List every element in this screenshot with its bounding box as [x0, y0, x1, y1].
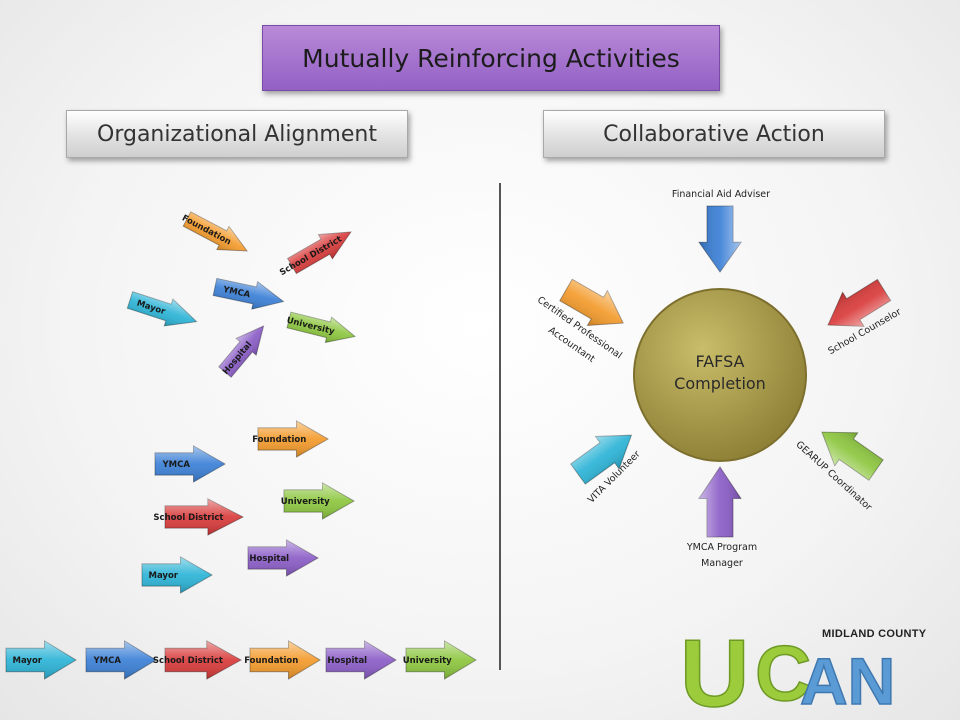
- row-arrow-school-district: School District: [153, 640, 243, 680]
- collab-arrow-vita-volunteer: [570, 434, 633, 485]
- row-arrow-foundation-shine: [250, 641, 320, 679]
- grouped-arrow-university-label: University: [281, 497, 330, 507]
- grouped-arrow-hospital: Hospital: [247, 539, 320, 577]
- scattered-arrow-university-shine: [287, 312, 355, 343]
- ucan-logo: U C AN: [679, 619, 896, 720]
- scattered-arrow-foundation-shine: [183, 211, 248, 251]
- grouped-arrow-university: University: [281, 482, 356, 520]
- scattered-arrow-university: University: [285, 311, 357, 344]
- section-header-organizational-alignment: Organizational Alignment: [66, 110, 408, 158]
- logo-midland-county: MIDLAND COUNTY: [822, 628, 927, 640]
- grouped-arrow-ymca-label: YMCA: [162, 460, 191, 470]
- label-financial-aid-adviser: Financial Aid Adviser: [672, 189, 770, 200]
- collab-arrow-financial-aid-adviser-shine: [699, 206, 741, 272]
- collab-arrow-school-counselor: [827, 278, 892, 327]
- row-arrow-university-shine: [406, 641, 476, 679]
- row-arrow-mayor-shine: [6, 641, 76, 679]
- scattered-arrow-foundation: Foundation: [180, 211, 249, 252]
- grouped-arrow-mayor-shine: [142, 557, 212, 593]
- row-arrow-hospital-shine: [326, 641, 396, 679]
- grouped-arrow-hospital-shine: [248, 540, 318, 576]
- row-arrow-university: University: [403, 640, 477, 680]
- row-arrow-mayor-label: Mayor: [12, 656, 42, 666]
- row-arrow-ymca: YMCA: [85, 640, 157, 680]
- fafsa-circle: [633, 288, 807, 462]
- collab-arrow-certified-professional-accountant-shine: [559, 279, 624, 326]
- grouped-arrow-mayor: Mayor: [141, 556, 214, 594]
- collab-arrow-financial-aid-adviser: [698, 205, 742, 273]
- label-ymca-program-manager-2: Manager: [701, 558, 743, 569]
- grouped-arrow-foundation-shine: [258, 421, 328, 457]
- collab-arrow-certified-professional-accountant: [559, 278, 624, 327]
- row-arrow-hospital-label: Hospital: [327, 656, 367, 666]
- row-arrow-foundation-label: Foundation: [244, 656, 298, 666]
- collab-arrow-gearup-coordinator-shine: [821, 432, 884, 481]
- grouped-arrow-school-district: School District: [153, 498, 245, 536]
- collab-arrow-vita-volunteer-shine: [570, 435, 632, 485]
- scattered-arrow-ymca: YMCA: [212, 277, 285, 310]
- scattered-arrow-mayor: Mayor: [126, 291, 198, 327]
- collab-arrow-school-counselor-shine: [828, 279, 891, 327]
- row-arrow-mayor: Mayor: [5, 640, 77, 680]
- grouped-arrow-ymca-shine: [155, 446, 225, 482]
- grouped-arrow-mayor-label: Mayor: [148, 571, 178, 581]
- grouped-arrow-school-district-label: School District: [153, 513, 223, 523]
- collab-arrow-ymca-program-manager: [698, 466, 742, 538]
- label-ymca-program-manager-1: YMCA Program: [686, 542, 757, 553]
- main-title: Mutually Reinforcing Activities: [262, 25, 720, 91]
- divider-line: [499, 183, 501, 670]
- row-arrow-university-label: University: [403, 656, 452, 666]
- section-header-collaborative-action: Collaborative Action: [543, 110, 885, 158]
- row-arrow-ymca-shine: [86, 641, 156, 679]
- svg-text:U: U: [680, 620, 749, 720]
- row-arrow-school-district-shine: [165, 641, 241, 679]
- svg-text:C: C: [755, 629, 811, 717]
- fafsa-line2: Completion: [674, 374, 766, 393]
- grouped-arrow-ymca: YMCA: [154, 445, 227, 483]
- grouped-arrow-university-shine: [284, 483, 354, 519]
- collab-arrow-gearup-coordinator: [821, 431, 884, 481]
- row-arrow-school-district-label: School District: [153, 656, 223, 666]
- collab-arrow-ymca-program-manager-shine: [699, 467, 741, 537]
- row-arrow-ymca-label: YMCA: [93, 656, 122, 666]
- row-arrow-hospital: Hospital: [325, 640, 397, 680]
- grouped-arrow-foundation-label: Foundation: [252, 435, 306, 445]
- scattered-arrow-school-district: School District: [278, 231, 352, 278]
- scattered-arrow-ymca-shine: [213, 278, 284, 310]
- svg-text:AN: AN: [800, 644, 895, 718]
- grouped-arrow-hospital-label: Hospital: [249, 554, 289, 564]
- row-arrow-foundation: Foundation: [244, 640, 321, 680]
- scattered-arrow-hospital-shine: [218, 326, 264, 378]
- grouped-arrow-foundation: Foundation: [252, 420, 330, 458]
- fafsa-line1: FAFSA: [696, 352, 745, 371]
- scattered-arrow-hospital: Hospital: [218, 325, 265, 378]
- scattered-arrow-mayor-shine: [127, 291, 197, 326]
- scattered-arrow-school-district-shine: [287, 232, 351, 274]
- grouped-arrow-school-district-shine: [165, 499, 243, 535]
